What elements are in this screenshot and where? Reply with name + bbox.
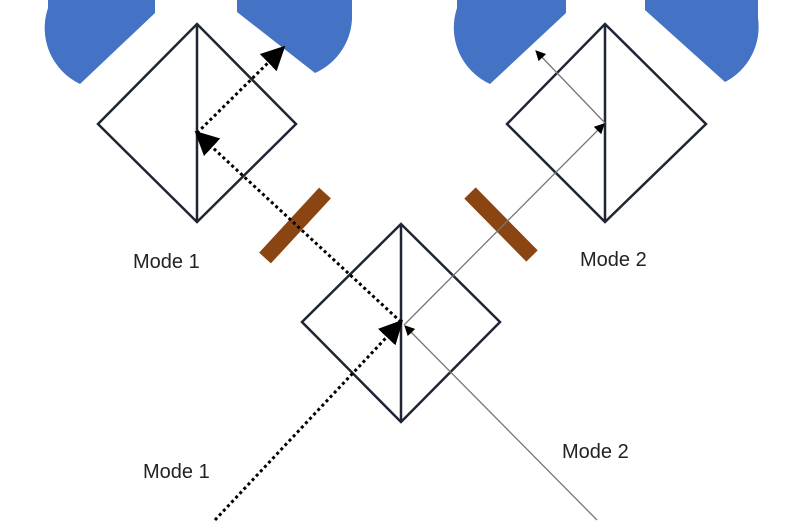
mode2-beam <box>403 50 606 521</box>
detector-mode2-b <box>645 0 759 82</box>
detector-mode2-a <box>453 0 566 84</box>
label-mode1-upper: Mode 1 <box>133 251 200 273</box>
waveplate-right <box>464 187 538 262</box>
beam-splitter-left <box>96 22 298 224</box>
detector-mode1-a <box>44 0 156 84</box>
label-mode2-upper: Mode 2 <box>580 249 647 271</box>
label-mode2-lower: Mode 2 <box>562 441 629 463</box>
mode1-beam <box>194 45 404 522</box>
waveplate-left <box>259 187 331 264</box>
label-mode1-lower: Mode 1 <box>143 461 210 483</box>
detector-mode1-b <box>237 0 353 73</box>
